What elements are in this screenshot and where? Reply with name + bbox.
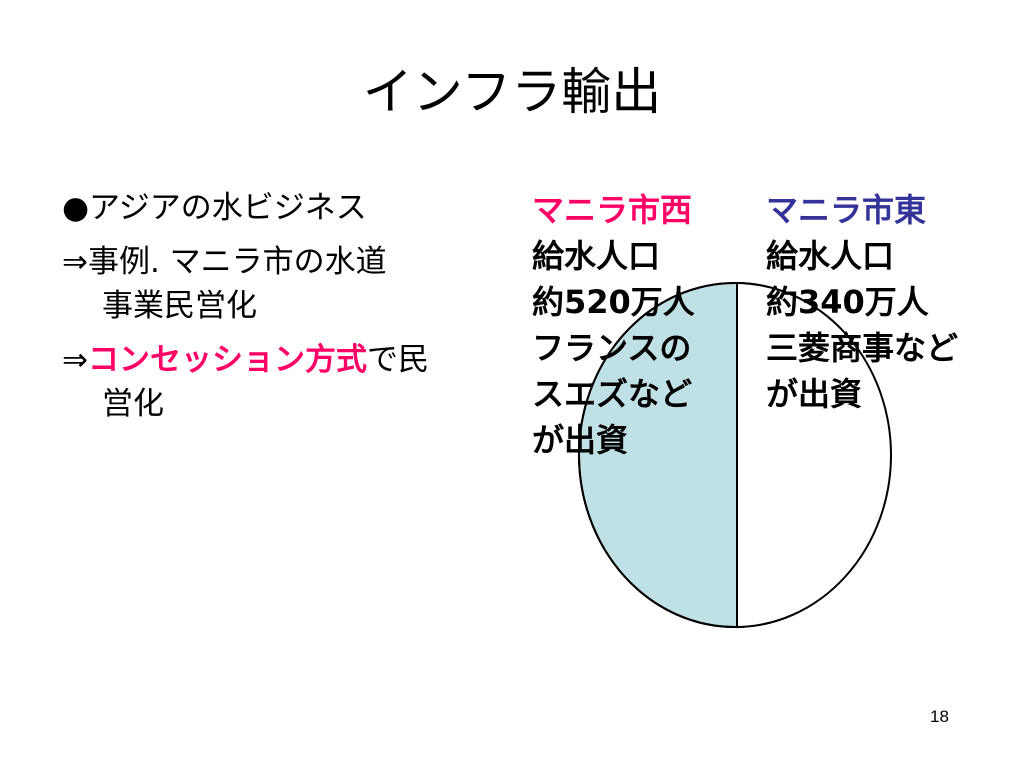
east-line-4: が出資 [766,375,863,413]
east-line-1: 給水人口 [766,237,895,275]
arrow-prefix: ⇒ [62,342,88,378]
west-line-5: が出資 [532,421,629,459]
east-region-info: マニラ市東 給水人口 約340万人 三菱商事など が出資 [766,187,958,417]
west-line-2: 約520万人 [532,283,695,321]
bullet-item-concession: ⇒コンセッション方式で民 [62,338,502,382]
west-line-3: フランスの [532,329,692,367]
east-line-3: 三菱商事など [766,329,959,367]
manila-split-circle [578,282,893,628]
west-region-name: マニラ市西 [532,191,693,229]
circle-east-half [737,283,893,627]
west-line-4: スエズなど [532,375,693,413]
bullet-list: ●アジアの水ビジネス ⇒事例. マニラ市の水道 事業民営化 ⇒コンセッション方式… [62,186,502,426]
bullet-item-concession-cont: 営化 [102,386,164,422]
page-number: 18 [930,707,949,726]
slide-title: インフラ輸出 [362,63,662,121]
circle-outline [578,282,892,628]
west-region-info: マニラ市西 給水人口 約520万人 フランスの スエズなど が出資 [532,187,695,463]
west-line-1: 給水人口 [532,237,661,275]
bullet-item-example: ⇒事例. マニラ市の水道 [62,244,387,280]
concession-suffix: で民 [366,342,429,378]
east-line-2: 約340万人 [766,283,929,321]
concession-highlight: コンセッション方式 [87,342,367,378]
bullet-item-example-cont: 事業民営化 [102,288,257,324]
east-region-name: マニラ市東 [766,191,927,229]
bullet-item-asia-water: ●アジアの水ビジネス [62,190,367,226]
